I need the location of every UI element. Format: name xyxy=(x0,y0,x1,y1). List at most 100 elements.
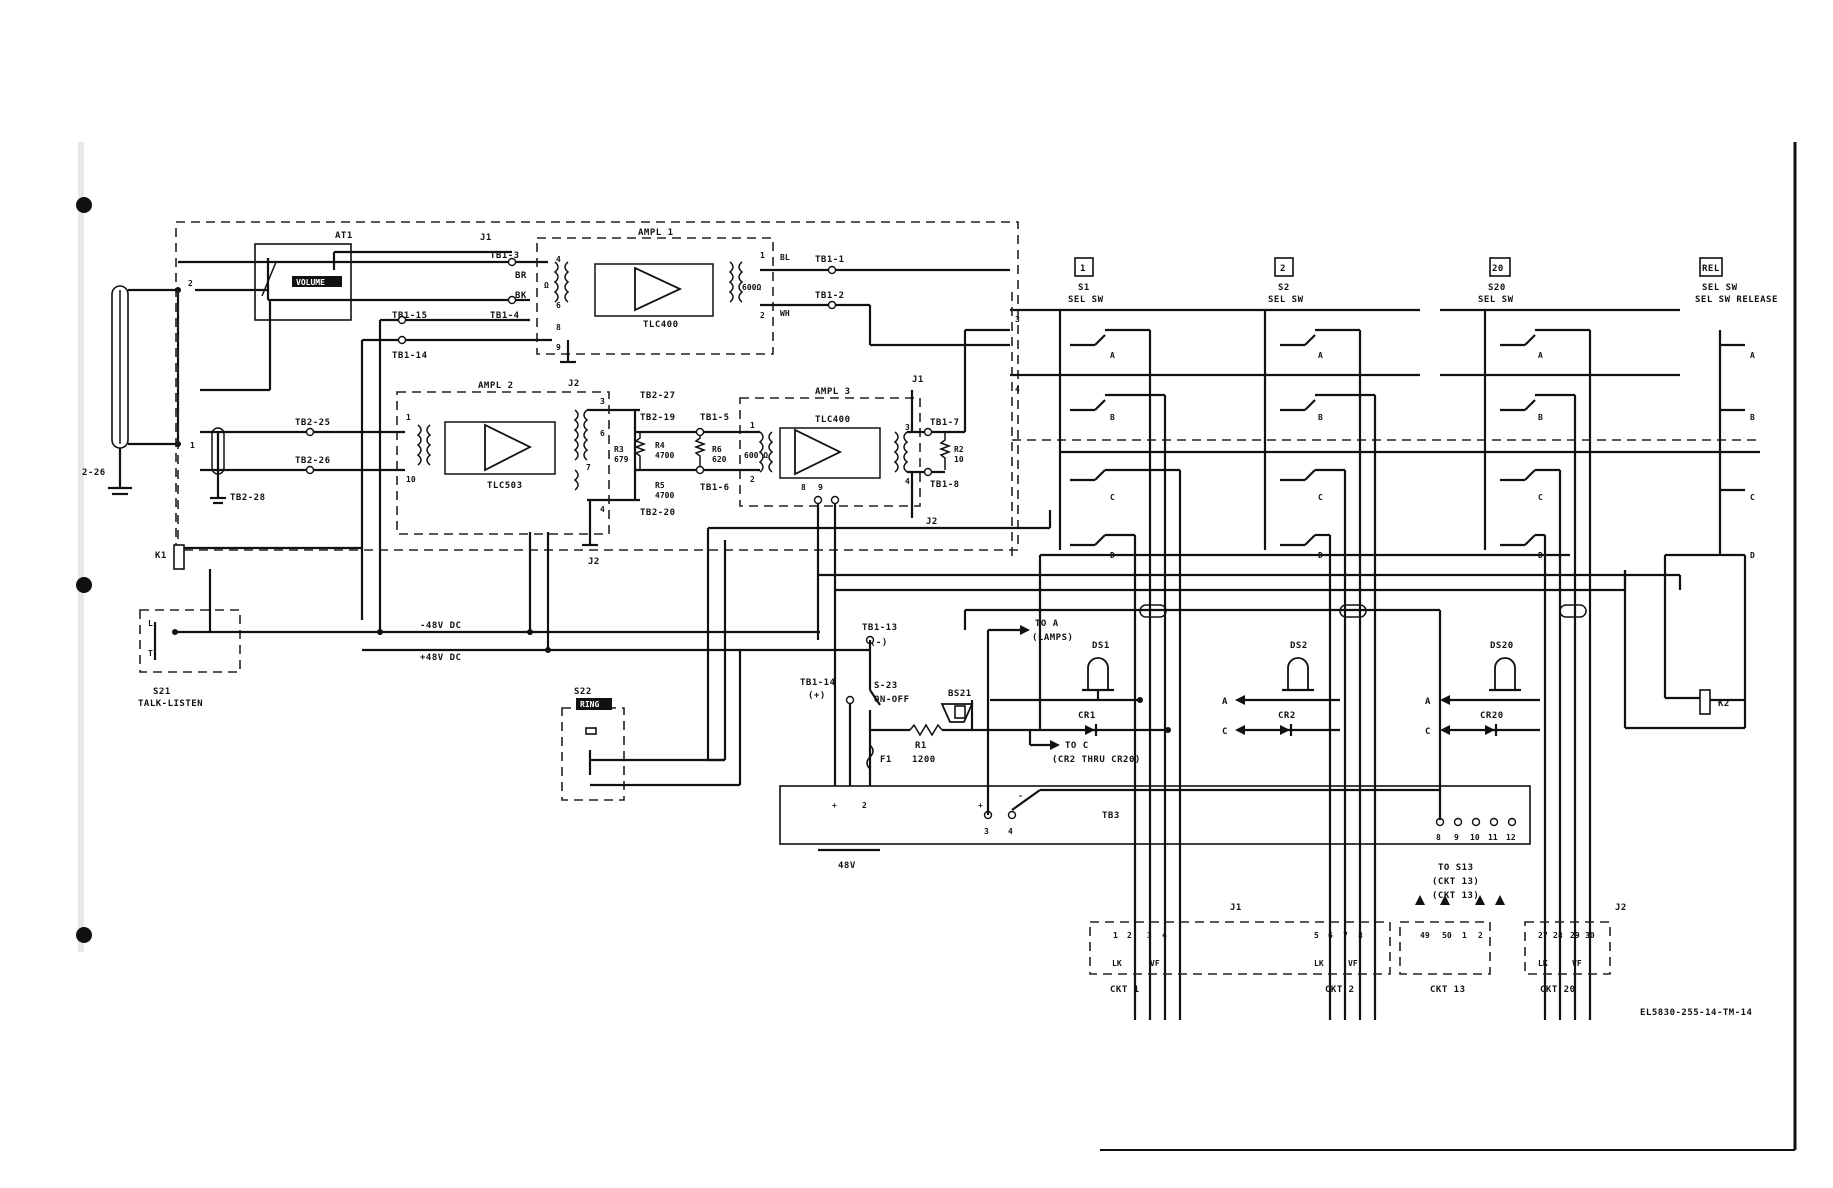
svg-text:TLC503: TLC503 xyxy=(487,481,523,491)
svg-text:(CR2 THRU CR20): (CR2 THRU CR20) xyxy=(1052,755,1141,765)
svg-text:2: 2 xyxy=(862,801,867,810)
amplifier-3: AMPL 3 TLC400 600 Ω 1 2 3 4 8 9 xyxy=(739,387,921,507)
amplifier-2: AMPL 2 TLC503 1 10 3 6 7 4 xyxy=(396,381,610,535)
indicator-lamps: DS1 CR1 DS2 A C CR2 DS20 A C CR20 xyxy=(990,641,1540,737)
svg-text:3: 3 xyxy=(1147,931,1152,940)
svg-text:TB1-1: TB1-1 xyxy=(815,255,845,265)
svg-text:CKT 1: CKT 1 xyxy=(1110,985,1140,995)
svg-text:TB1-8: TB1-8 xyxy=(930,480,960,490)
key-20-label: 20 xyxy=(1492,264,1504,274)
svg-text:(-): (-) xyxy=(870,638,888,648)
svg-text:9: 9 xyxy=(556,343,561,352)
svg-text:C: C xyxy=(1110,493,1115,502)
svg-text:4: 4 xyxy=(556,255,561,264)
svg-text:BS21: BS21 xyxy=(948,689,972,699)
svg-text:11: 11 xyxy=(1488,833,1498,842)
svg-text:TO S13: TO S13 xyxy=(1438,863,1474,873)
svg-text:TB2-28: TB2-28 xyxy=(230,493,266,503)
svg-text:(CKT 13): (CKT 13) xyxy=(1432,877,1479,887)
svg-text:TB1-7: TB1-7 xyxy=(930,418,960,428)
svg-text:CR20: CR20 xyxy=(1480,711,1504,721)
svg-text:8: 8 xyxy=(1436,833,1441,842)
svg-text:CR2: CR2 xyxy=(1278,711,1296,721)
svg-text:-: - xyxy=(1018,791,1023,800)
svg-text:8: 8 xyxy=(1358,931,1363,940)
svg-text:DS2: DS2 xyxy=(1290,641,1308,651)
svg-text:R2: R2 xyxy=(954,445,964,454)
switch-contact-banks: A B C D A B C D xyxy=(706,292,1760,1020)
svg-text:3: 3 xyxy=(600,397,605,406)
svg-text:L: L xyxy=(148,619,153,628)
svg-text:TB2-19: TB2-19 xyxy=(640,413,676,423)
svg-text:TB1-14: TB1-14 xyxy=(800,678,836,688)
key-2-label: 2 xyxy=(1280,264,1286,274)
svg-text:TB1-15: TB1-15 xyxy=(392,311,428,321)
svg-text:3: 3 xyxy=(905,423,910,432)
svg-text:S1: S1 xyxy=(1078,283,1090,293)
svg-text:50: 50 xyxy=(1442,931,1452,940)
volume-label: VOLUME xyxy=(296,278,325,287)
svg-text:SEL SW: SEL SW xyxy=(1068,295,1104,305)
svg-text:2: 2 xyxy=(760,311,765,320)
svg-text:(CKT 13): (CKT 13) xyxy=(1432,891,1479,901)
svg-text:600 Ω: 600 Ω xyxy=(744,451,768,460)
svg-text:TB1-14: TB1-14 xyxy=(392,351,428,361)
svg-text:J2: J2 xyxy=(1615,903,1627,913)
svg-text:F1: F1 xyxy=(880,755,892,765)
svg-text:(+): (+) xyxy=(808,691,826,701)
svg-text:D: D xyxy=(1750,551,1755,560)
audio-wiring: TB2-28 2 1 TB2-25 TB2-26 TB1-15 TB1-14 J… xyxy=(128,233,1020,800)
svg-text:A: A xyxy=(1110,351,1115,360)
svg-text:SEL SW: SEL SW xyxy=(1702,283,1738,293)
svg-text:(LAMPS): (LAMPS) xyxy=(1032,633,1073,643)
svg-text:B: B xyxy=(1538,413,1543,422)
drawing-number: EL5830-255-14-TM-14 xyxy=(1640,1008,1753,1018)
svg-text:1: 1 xyxy=(750,421,755,430)
svg-text:TB1-5: TB1-5 xyxy=(700,413,730,423)
svg-text:B: B xyxy=(1110,413,1115,422)
svg-text:C: C xyxy=(1222,727,1228,737)
svg-text:C: C xyxy=(1538,493,1543,502)
svg-text:620: 620 xyxy=(712,455,727,464)
svg-text:LK: LK xyxy=(1314,959,1324,968)
svg-text:J2: J2 xyxy=(588,557,600,567)
svg-text:K1: K1 xyxy=(155,551,167,561)
svg-text:BR: BR xyxy=(515,271,527,281)
svg-text:8: 8 xyxy=(556,323,561,332)
page-frame xyxy=(76,142,1797,1151)
svg-text:DS20: DS20 xyxy=(1490,641,1514,651)
svg-text:RING: RING xyxy=(580,700,599,709)
svg-text:CKT 13: CKT 13 xyxy=(1430,985,1466,995)
svg-text:3: 3 xyxy=(1015,315,1020,324)
cable-label: 2-26 xyxy=(82,468,106,478)
svg-text:29: 29 xyxy=(1570,931,1580,940)
amplifier-1: AMPL 1 TLC400 Ω 600Ω 1 2 BL WH xyxy=(536,228,790,355)
s22-ring-switch: S22 RING xyxy=(561,540,742,801)
svg-text:2: 2 xyxy=(1127,931,1132,940)
svg-text:1: 1 xyxy=(1113,931,1118,940)
svg-text:B: B xyxy=(1318,413,1323,422)
svg-text:R5: R5 xyxy=(655,481,665,490)
svg-text:10: 10 xyxy=(954,455,964,464)
svg-text:1200: 1200 xyxy=(912,755,936,765)
svg-text:6: 6 xyxy=(556,301,561,310)
power-section: TB1-13 (-) TB1-14 (+) S-23 ON-OFF F1 R1 … xyxy=(779,619,1531,871)
svg-text:2: 2 xyxy=(188,279,193,288)
svg-text:Ω: Ω xyxy=(544,281,549,290)
svg-text:TB1-4: TB1-4 xyxy=(490,311,520,321)
svg-text:J1: J1 xyxy=(1230,903,1242,913)
svg-text:TB2-26: TB2-26 xyxy=(295,456,331,466)
svg-text:SEL SW: SEL SW xyxy=(1268,295,1304,305)
svg-text:48V: 48V xyxy=(838,861,856,871)
svg-text:R4: R4 xyxy=(655,441,665,450)
svg-text:C: C xyxy=(1425,727,1431,737)
svg-text:S22: S22 xyxy=(574,687,592,697)
svg-text:TB1-13: TB1-13 xyxy=(862,623,898,633)
svg-text:10: 10 xyxy=(406,475,416,484)
svg-text:J1: J1 xyxy=(480,233,492,243)
svg-text:1: 1 xyxy=(190,441,195,450)
svg-text:R6: R6 xyxy=(712,445,722,454)
svg-text:CR1: CR1 xyxy=(1078,711,1096,721)
svg-text:1: 1 xyxy=(406,413,411,422)
svg-text:10: 10 xyxy=(1470,833,1480,842)
